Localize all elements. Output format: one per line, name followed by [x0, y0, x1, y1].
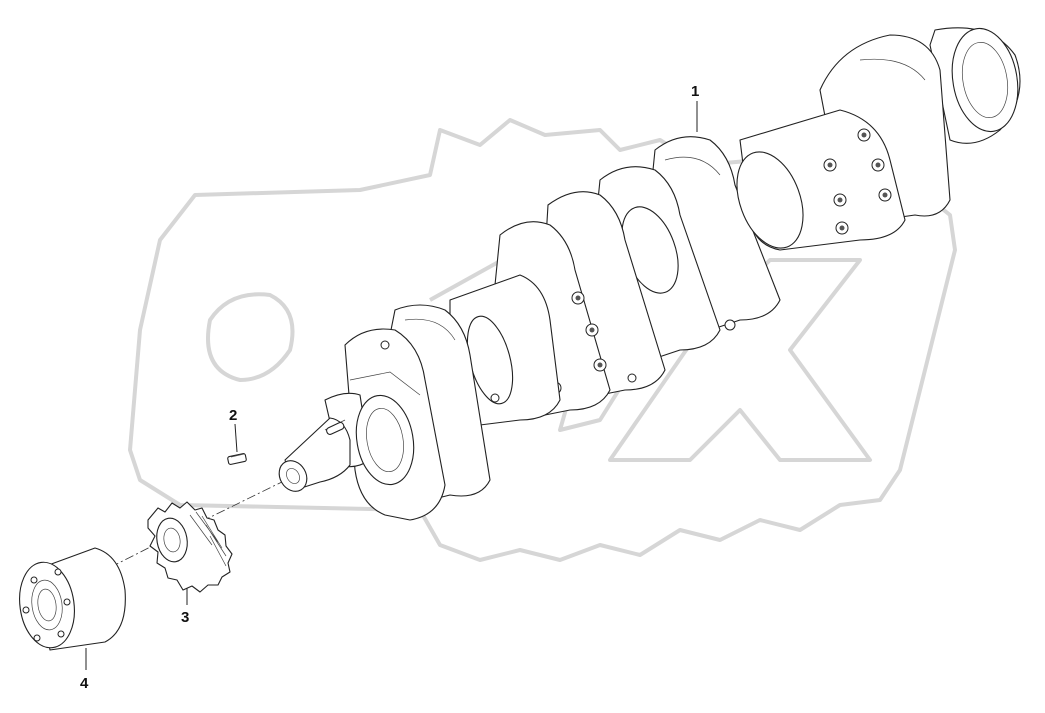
callout-3: 3 — [181, 609, 189, 626]
crankshaft — [278, 27, 1021, 521]
key — [227, 453, 247, 465]
pulley-hub — [19, 547, 126, 651]
callout-4: 4 — [80, 675, 89, 692]
leader-2 — [234, 423, 238, 453]
callout-2: 2 — [229, 407, 237, 424]
gear — [147, 501, 233, 593]
callout-1: 1 — [691, 83, 699, 100]
